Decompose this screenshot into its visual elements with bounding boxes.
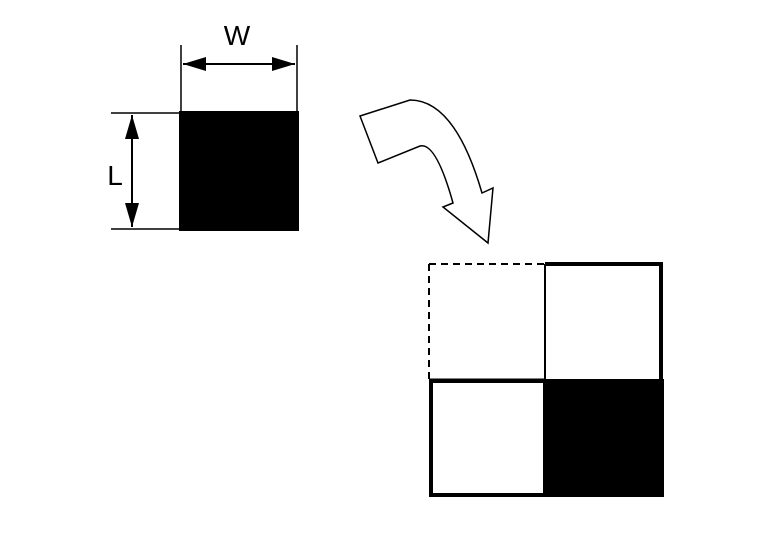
width-label: W	[224, 20, 251, 51]
length-dimension: L	[107, 112, 179, 230]
rotated-tile-top-right	[545, 264, 661, 380]
result-grid	[428, 262, 664, 497]
curved-arrow-icon	[359, 99, 494, 245]
source-tile	[179, 111, 299, 231]
missing-tile-outline	[428, 263, 545, 380]
tile-bottom-right-filled	[543, 379, 664, 497]
tile-bottom-left	[429, 379, 547, 497]
length-label: L	[107, 160, 123, 191]
width-dimension: W	[180, 20, 298, 111]
